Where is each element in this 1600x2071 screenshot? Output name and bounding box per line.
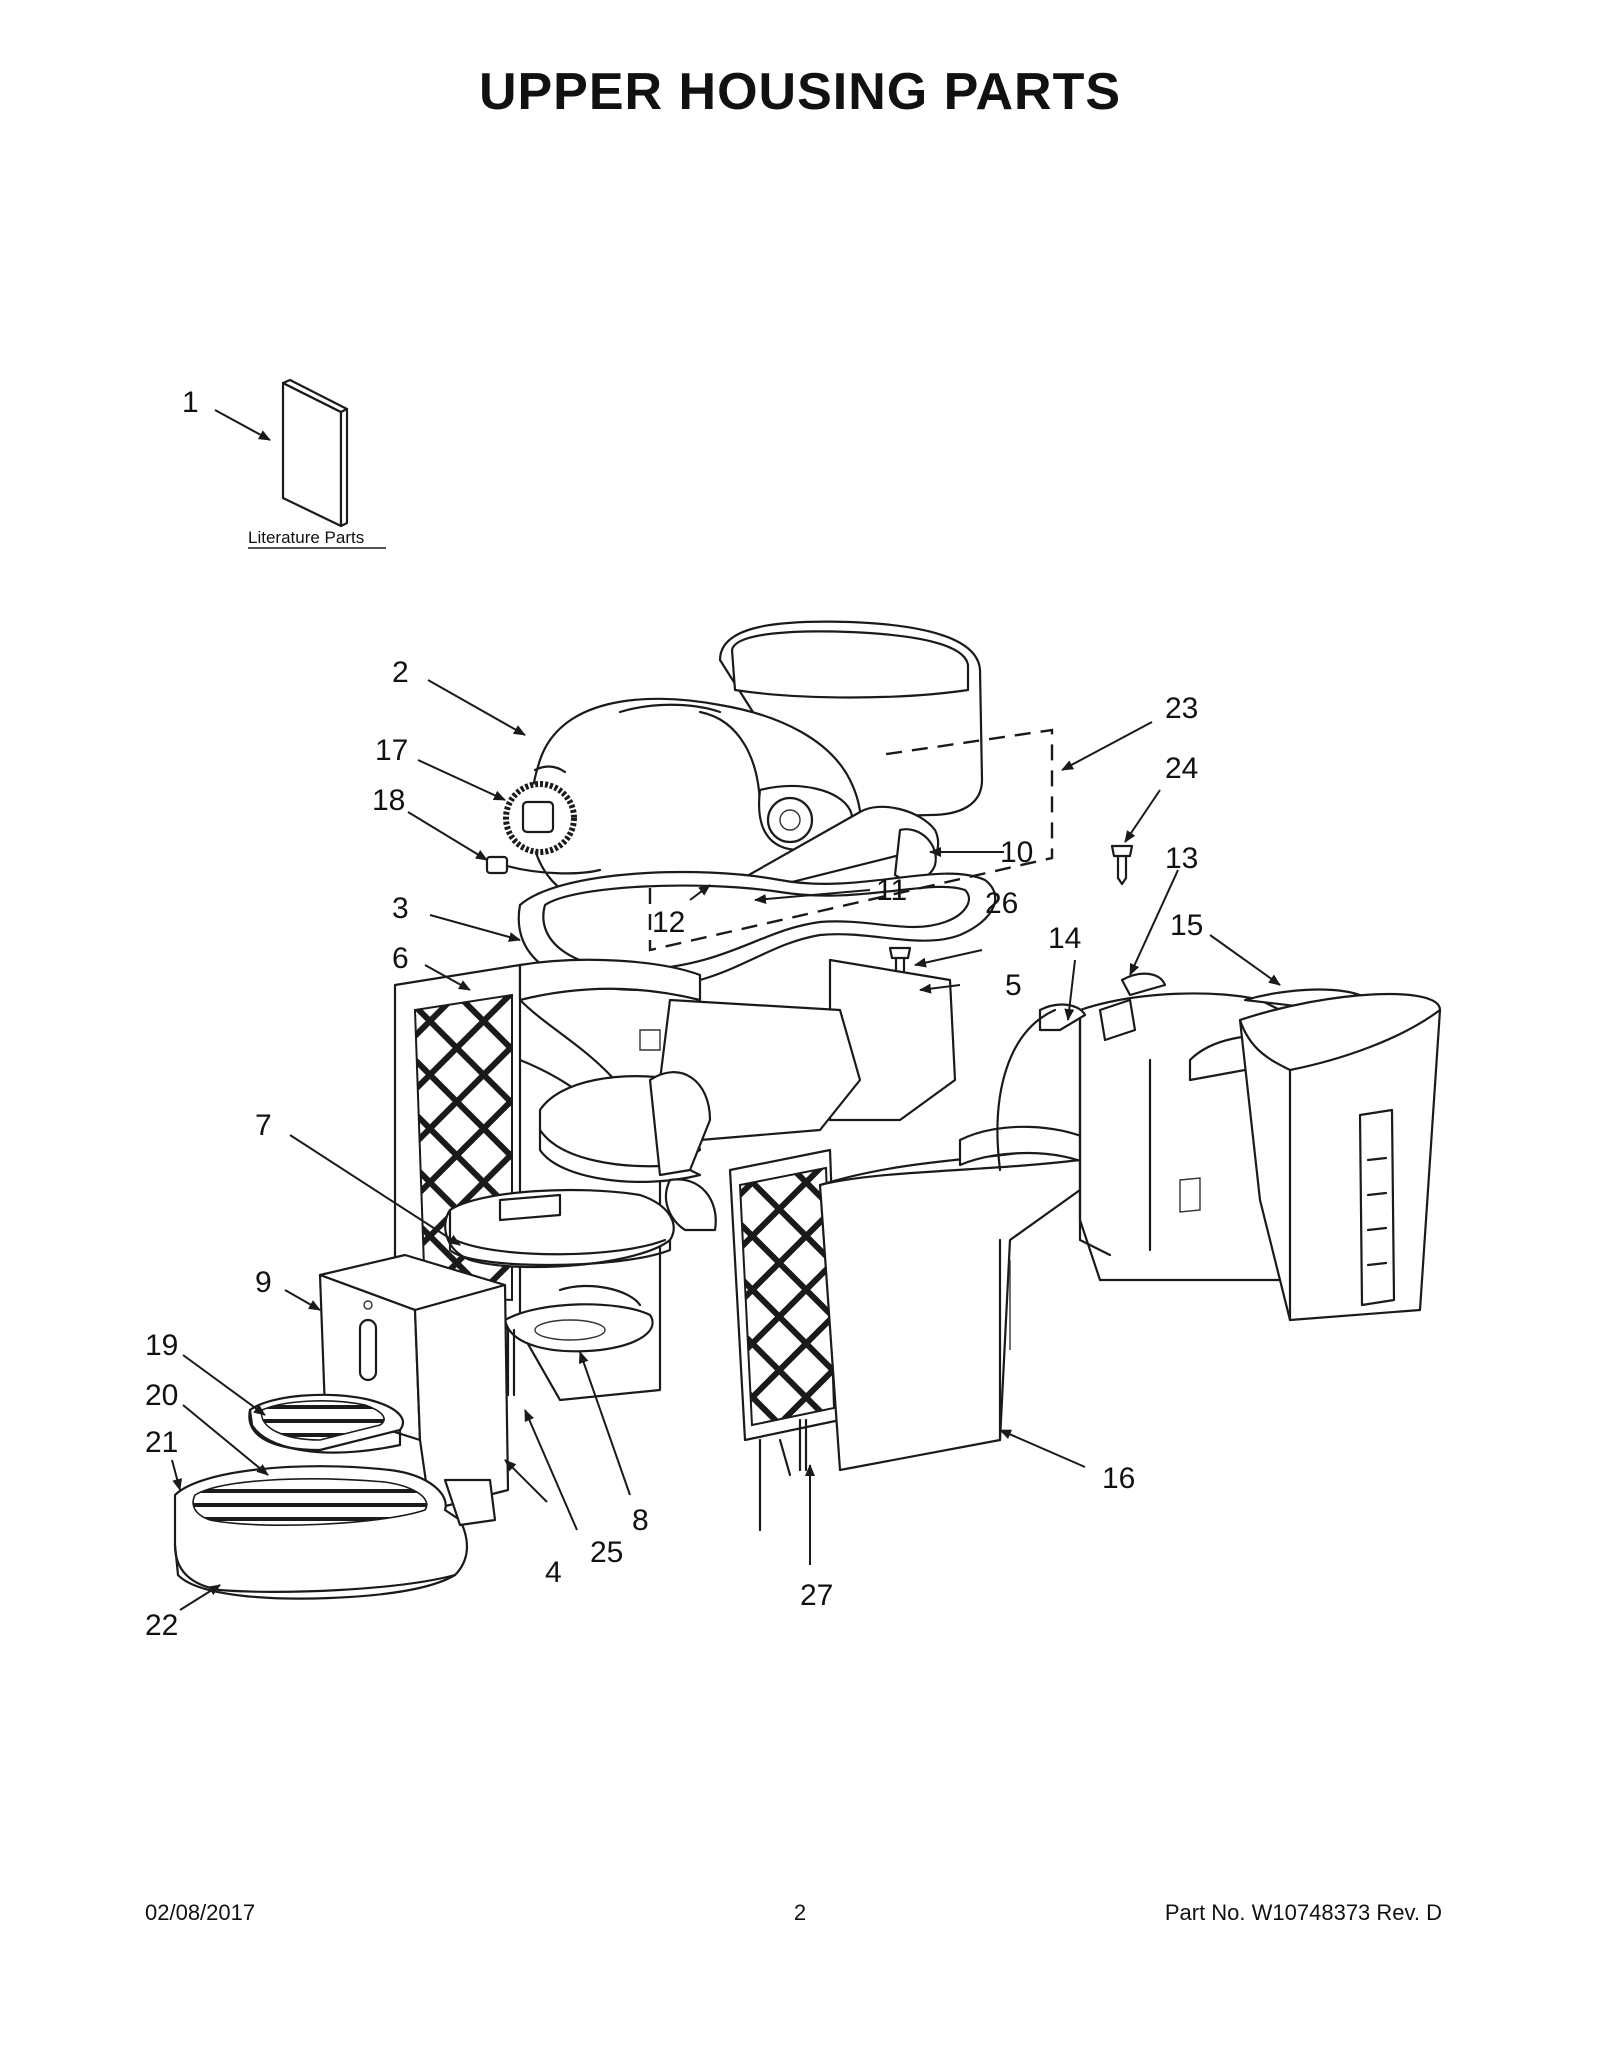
callout-1: 1 [182,386,199,419]
front-cover-illustration [818,1125,1092,1472]
literature-parts-label: Literature Parts [248,528,364,547]
callout-18: 18 [372,784,405,817]
callout-7: 7 [255,1109,272,1142]
callout-5: 5 [1005,969,1022,1002]
callout-21: 21 [145,1426,178,1459]
lower-disc-illustration [503,1284,654,1353]
literature-booklet-illustration [281,378,349,528]
callout-11: 11 [876,874,907,907]
switch-wire-illustration [485,855,602,875]
upper-head-housing-illustration [503,620,984,902]
callout-16: 16 [1102,1462,1135,1495]
callout-19: 19 [145,1329,178,1362]
callout-4: 4 [545,1556,562,1589]
callout-numbers: 1 2 3 4 5 6 7 8 9 10 11 12 13 14 15 16 1… [145,386,1203,1642]
callout-6: 6 [392,942,409,975]
brew-unit-assembly-illustration [538,958,957,1532]
callout-14: 14 [1048,922,1081,955]
callout-3: 3 [392,892,409,925]
callout-13: 13 [1165,842,1198,875]
footer-date: 02/08/2017 [145,1900,256,1925]
screw-24-illustration [1110,844,1134,886]
water-tank-cover-illustration [1238,992,1442,1322]
callout-15: 15 [1170,909,1203,942]
cup-grate-illustration [248,1393,404,1454]
water-reservoir-illustration [318,1253,510,1512]
callout-12: 12 [652,906,685,939]
callout-2: 2 [392,656,409,689]
callout-25: 25 [590,1536,623,1569]
callout-8: 8 [632,1504,649,1537]
callout-10: 10 [1000,836,1033,869]
trim-ring-illustration [517,870,997,992]
callout-20: 20 [145,1379,178,1412]
footer-part-number: Part No. W10748373 Rev. D [1164,1900,1442,1925]
footer-page-number: 2 [793,1900,807,1925]
drip-tray-illustration [173,1465,497,1600]
callout-17: 17 [375,734,408,767]
brew-head-ring-illustration [444,1188,675,1269]
callout-24: 24 [1165,752,1198,785]
callout-27: 27 [800,1579,833,1612]
callout-9: 9 [255,1266,272,1299]
callout-26: 26 [985,887,1018,920]
callout-23: 23 [1165,692,1198,725]
page-title: UPPER HOUSING PARTS [478,63,1122,121]
callout-22: 22 [145,1609,178,1642]
leader-lines [171,409,1281,1611]
